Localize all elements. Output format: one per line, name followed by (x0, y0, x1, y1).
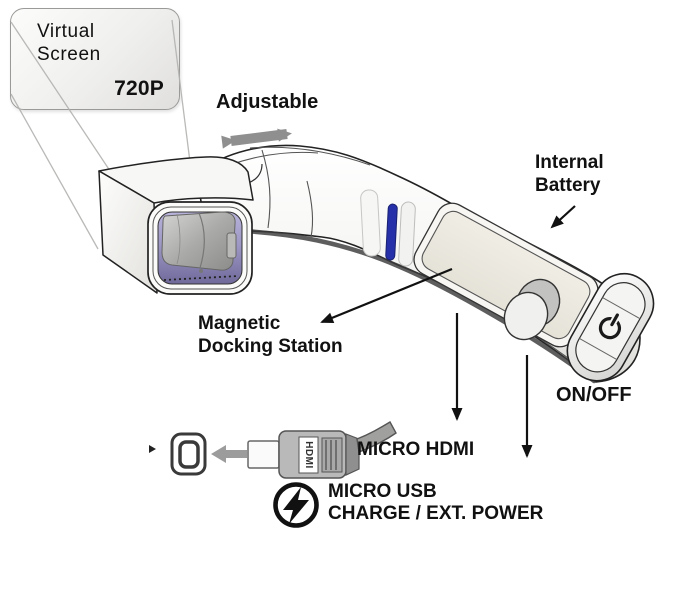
hdmi-plug-label: HDMI (303, 441, 314, 469)
double-headed-arrow-icon (221, 128, 292, 149)
magnetic-docking-arrow (320, 267, 453, 324)
hdmi-plug: HDMI (247, 421, 397, 479)
power-icon (598, 313, 622, 340)
virtual-screen-line2: Screen (37, 44, 101, 65)
virtual-screen-line1: Virtual (37, 21, 95, 42)
micro-usb-line1: MICRO USB (328, 481, 437, 502)
eyepiece-top-face (98, 156, 254, 204)
magnetic-line1: Magnetic (198, 313, 281, 334)
small-triangle-icon (149, 445, 156, 453)
hdmi-plug-illustration: HDMI (149, 421, 397, 479)
end-cap (566, 273, 655, 382)
prism-tab (226, 232, 237, 259)
docking-stripe (385, 203, 398, 261)
lens-prism (161, 211, 236, 271)
micro-hdmi-label: MICRO HDMI (357, 439, 475, 460)
lightning-bolt-icon (273, 482, 319, 528)
underside-shadow (241, 228, 597, 384)
internal-battery-label: Internal Battery (535, 151, 604, 197)
virtual-screen-label: Virtual Screen (37, 20, 101, 66)
adjustable-label: Adjustable (216, 91, 319, 113)
resolution-badge: 720P (114, 77, 164, 100)
frame-serration (163, 275, 239, 281)
internal-battery-line2: Battery (535, 175, 601, 196)
hdmi-cable (356, 421, 397, 453)
internal-battery-arrow (550, 205, 576, 229)
eyepiece-left-face (98, 170, 158, 294)
internal-battery-line1: Internal (535, 152, 604, 173)
micro-hdmi-port (170, 432, 207, 476)
strain-relief (345, 433, 360, 476)
left-arrow-icon (211, 445, 247, 463)
control-knob (503, 278, 561, 341)
dock-ridge-left (360, 189, 381, 257)
virtual-screen-card (10, 8, 180, 110)
dock-ridge-right (398, 201, 416, 267)
annotation-arrows (320, 205, 576, 458)
magnetic-docking-label: Magnetic Docking Station (198, 312, 343, 358)
magnetic-line2: Docking Station (198, 336, 343, 357)
micro-usb-label: MICRO USB CHARGE / EXT. POWER (328, 481, 543, 525)
on-off-label: ON/OFF (556, 384, 632, 406)
micro-usb-line2: CHARGE / EXT. POWER (328, 503, 544, 524)
eyepiece (98, 156, 254, 295)
